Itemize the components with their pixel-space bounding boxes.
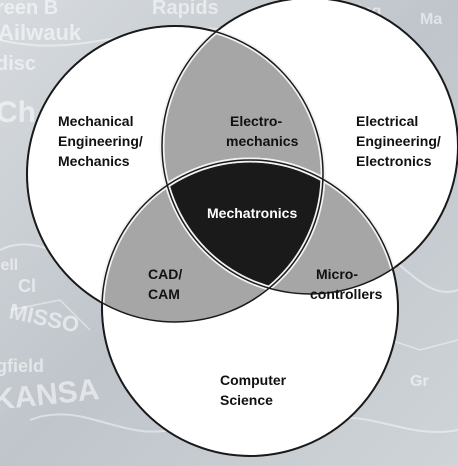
label-mechanical: Mechanical Engineering/ Mechanics: [58, 113, 147, 169]
map-word: Ch: [0, 96, 36, 129]
map-word: Cl: [18, 276, 36, 296]
label-microcontrollers: Micro- controllers: [310, 266, 383, 302]
label-cad-cam: CAD/ CAM: [148, 266, 186, 302]
label-mechatronics: Mechatronics: [207, 205, 297, 221]
map-word: disc: [0, 53, 36, 75]
map-word: lell: [0, 257, 18, 274]
map-word: Ailwauk: [0, 20, 82, 45]
map-word: reen B: [0, 0, 58, 19]
label-electrical: Electrical Engineering/ Electronics: [356, 113, 445, 169]
map-word: Gr: [410, 373, 429, 390]
map-word: Rapids: [152, 0, 219, 19]
map-word: gfield: [0, 356, 44, 376]
label-electromechanics: Electro- mechanics: [226, 113, 299, 149]
label-computer: Computer Science: [220, 372, 290, 408]
map-word: Ma: [420, 11, 442, 28]
circle-outlines: [26, 0, 458, 457]
